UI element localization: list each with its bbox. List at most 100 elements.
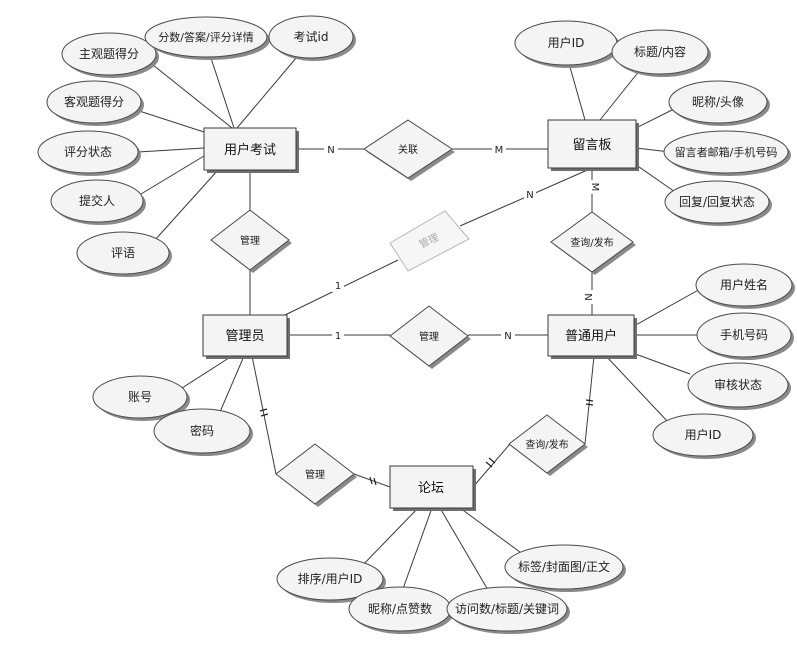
attr-exam-subjective: 主观题得分	[61, 32, 159, 78]
entity-admin-label: 管理员	[225, 329, 264, 344]
relationship-admin-forum: 管理	[275, 443, 357, 507]
attr-user-phone: 手机号码	[696, 312, 794, 360]
attr-forum-tags: 标签/封面图/正文	[504, 544, 626, 592]
attr-board-email: 留言者邮箱/手机号码	[663, 130, 791, 176]
relationship-admin-user-label: 管理	[419, 330, 439, 343]
edge-forum-rel-forum2	[472, 443, 511, 488]
attr-user-name: 用户姓名	[695, 263, 795, 309]
attr-exam-id-label: 考试id	[294, 29, 329, 44]
tick-user-forum-rel-2	[488, 457, 496, 464]
attr-user-audit-label: 审核状态	[714, 377, 762, 392]
entity-board-label: 留言板	[572, 138, 611, 153]
attr-exam-score-detail: 分数/答案/评分详情	[144, 16, 270, 60]
edge-forum-rel-forum	[353, 473, 391, 488]
tick-forum-rel-2	[373, 477, 377, 486]
edge-exam-submitter	[135, 155, 205, 198]
attr-exam-objective-label: 客观题得分	[64, 94, 124, 109]
card-admin-user-user: N	[504, 331, 511, 342]
card-admin-user-admin: 1	[335, 331, 341, 342]
relationship-admin-exam: 管理	[210, 209, 292, 273]
attr-exam-score-detail-label: 分数/答案/评分详情	[158, 30, 253, 44]
edge-forum-nick	[399, 507, 433, 598]
attr-exam-status-label: 评分状态	[64, 145, 112, 159]
tick-user-forum-1	[585, 399, 594, 402]
attr-board-nick: 昵称/头像	[668, 80, 770, 126]
relationship-exam-board-label: 关联	[398, 143, 418, 156]
cardinality-labels: N M 1 N M N 1 N	[324, 142, 600, 342]
attr-board-userid: 用户ID	[514, 20, 620, 68]
edge-user-id	[605, 355, 669, 423]
edge-board-reply	[631, 161, 679, 195]
tick-user-forum-rel-1	[485, 461, 493, 468]
card-board-user-board: M	[589, 183, 600, 192]
tick-admin-forum-1	[259, 408, 268, 412]
tick-admin-forum-2	[260, 413, 269, 417]
attr-forum-visits-label: 访问数/标题/关键词	[455, 601, 559, 616]
attr-exam-id: 考试id	[268, 15, 356, 61]
relationship-admin-user: 管理	[389, 305, 471, 369]
edge-exam-id	[236, 50, 303, 129]
relationship-board-user-label: 查询/发布	[570, 236, 613, 249]
attr-exam-comment-label: 评语	[111, 246, 135, 260]
entity-forum-label: 论坛	[418, 481, 444, 496]
attr-admin-password: 密码	[153, 408, 253, 456]
attr-exam-subjective-label: 主观题得分	[79, 46, 139, 61]
edge-forum-visits	[439, 507, 489, 591]
entity-admin: 管理员	[202, 314, 290, 359]
attr-user-id: 用户ID	[652, 413, 756, 459]
relationship-exam-board: 关联	[363, 119, 455, 181]
entity-board: 留言板	[547, 119, 639, 171]
attr-user-audit: 审核状态	[687, 362, 791, 410]
attr-user-phone-label: 手机号码	[720, 328, 768, 342]
attr-user-name-label: 用户姓名	[720, 277, 768, 292]
attr-forum-nick: 昵称/点赞数	[348, 586, 454, 634]
tick-user-forum-2	[585, 403, 594, 406]
edge-forum-tags	[459, 507, 529, 559]
attr-board-userid-label: 用户ID	[548, 35, 585, 50]
edge-exam-score-detail	[207, 48, 235, 129]
tick-marks	[259, 399, 594, 486]
card-admin-board-board: N	[526, 190, 533, 201]
entity-user: 普通用户	[547, 314, 637, 359]
attr-board-reply: 回复/回复状态	[664, 180, 772, 226]
edge-admin-account	[181, 355, 233, 389]
attr-exam-comment: 评语	[76, 231, 172, 277]
attr-forum-visits: 访问数/标题/关键词	[446, 586, 570, 634]
entity-exam: 用户考试	[203, 127, 299, 173]
entity-user-label: 普通用户	[565, 328, 617, 344]
relationship-admin-exam-label: 管理	[240, 234, 260, 247]
edge-forum-sort	[357, 507, 419, 571]
attr-admin-account: 账号	[92, 375, 190, 421]
attr-board-reply-label: 回复/回复状态	[679, 195, 755, 209]
relationship-board-user: 查询/发布	[550, 211, 636, 275]
edge-user-name	[633, 287, 703, 327]
attr-board-nick-label: 昵称/头像	[692, 95, 744, 109]
attr-exam-submitter: 提交人	[50, 179, 146, 225]
edge-exam-subjective	[147, 60, 233, 129]
attr-board-title: 标题/内容	[611, 29, 711, 77]
relationship-user-forum-label: 查询/发布	[525, 438, 568, 451]
attr-admin-account-label: 账号	[128, 390, 152, 404]
relationship-admin-board: 管理	[389, 210, 470, 272]
relationship-user-forum: 查询/发布	[508, 414, 588, 476]
entity-exam-label: 用户考试	[224, 142, 276, 158]
attr-user-id-label: 用户ID	[685, 427, 722, 442]
card-exam-rel: N	[327, 145, 334, 156]
attr-exam-objective: 客观题得分	[46, 80, 144, 126]
attr-exam-submitter-label: 提交人	[79, 193, 115, 208]
attr-board-title-label: 标题/内容	[634, 44, 686, 59]
edge-admin-password	[219, 355, 245, 413]
edge-exam-objective	[129, 107, 205, 133]
edge-board-title	[599, 69, 641, 121]
tick-forum-rel-1	[369, 476, 373, 485]
edge-board-userid	[567, 59, 586, 121]
card-board-user-user: N	[584, 293, 595, 300]
card-admin-board-admin: 1	[335, 281, 341, 292]
attr-forum-nick-label: 昵称/点赞数	[368, 601, 432, 616]
edge-exam-status	[137, 147, 205, 153]
attr-exam-status: 评分状态	[37, 130, 141, 176]
relationship-admin-forum-label: 管理	[305, 468, 325, 481]
attr-admin-password-label: 密码	[190, 423, 214, 438]
entity-forum: 论坛	[389, 465, 476, 511]
attr-forum-tags-label: 标签/封面图/正文	[518, 559, 610, 574]
